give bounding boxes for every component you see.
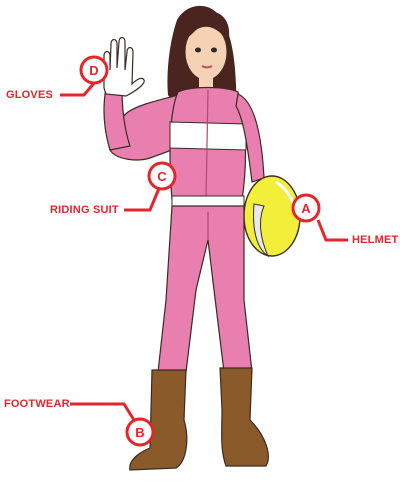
left-eye — [195, 48, 201, 53]
helmet-label: HELMET — [352, 234, 398, 246]
marker-c: C — [149, 163, 175, 189]
belt — [172, 196, 244, 206]
helmet-callout-line — [318, 220, 348, 240]
marker-a-letter: A — [301, 201, 311, 216]
neck — [199, 76, 213, 88]
right-boot — [220, 368, 268, 466]
right-eye — [211, 48, 217, 53]
glove — [104, 38, 144, 97]
chest-stripe — [170, 122, 246, 150]
legs — [158, 206, 252, 372]
riding-suit-label: RIDING SUIT — [50, 204, 119, 216]
marker-d-letter: D — [89, 63, 98, 78]
marker-b-letter: B — [135, 425, 144, 440]
marker-d: D — [81, 57, 107, 83]
marker-c-letter: C — [157, 169, 167, 184]
gloves-callout-line — [60, 82, 95, 95]
marker-a: A — [293, 195, 319, 221]
helmet — [244, 176, 300, 256]
marker-b: B — [127, 419, 153, 445]
gloves-label: GLOVES — [6, 89, 53, 101]
riding-suit-callout-line — [124, 186, 160, 210]
footwear-label: FOOTWEAR — [4, 398, 70, 410]
footwear-callout-line — [70, 404, 134, 420]
